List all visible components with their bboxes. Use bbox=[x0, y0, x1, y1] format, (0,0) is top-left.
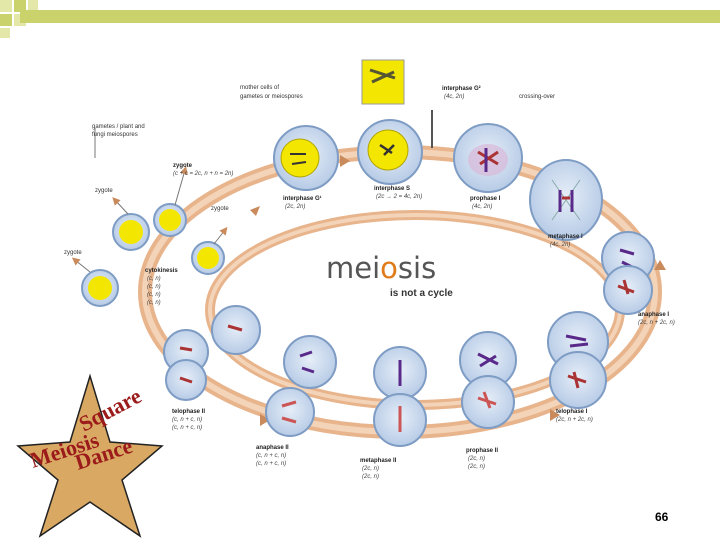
label-anaphase-1-formula: (2c, n + 2c, n) bbox=[638, 320, 675, 326]
label-telophase-2-f2: (c, n + c, n) bbox=[172, 425, 202, 431]
label-telophase-2: telophase II bbox=[172, 409, 205, 415]
page-number: 66 bbox=[655, 510, 669, 524]
label-anaphase-1: anaphase I bbox=[638, 312, 669, 318]
label-crossing-over: crossing-over bbox=[519, 94, 555, 100]
label-cytokinesis: cytokinesis bbox=[145, 268, 178, 274]
title-subtitle: is not a cycle bbox=[390, 288, 453, 299]
label-metaphase-2: metaphase II bbox=[360, 458, 397, 464]
label-zygote-left: zygote bbox=[95, 188, 113, 194]
label-anaphase-2-f2: (c, n + c, n) bbox=[256, 461, 286, 467]
cell-prophase-2 bbox=[459, 331, 517, 429]
label-zygote-right: zygote bbox=[211, 206, 229, 212]
label-anaphase-2: anaphase II bbox=[256, 445, 289, 451]
label-zygote-far: zygote bbox=[64, 250, 82, 256]
label-prophase-2: prophase II bbox=[466, 448, 498, 454]
label-telophase-1: telophase I bbox=[556, 409, 588, 415]
label-metaphase-2-f2: (2c, n) bbox=[362, 474, 379, 480]
label-prophase-1: prophase I bbox=[470, 196, 501, 202]
label-prophase-2-f2: (2c, n) bbox=[468, 464, 485, 470]
cell-telophase-1 bbox=[547, 311, 609, 409]
diagram-labels: mother cells of gametes or meiospores ga… bbox=[64, 85, 675, 480]
label-interphase-s: interphase S bbox=[374, 186, 410, 192]
label-metaphase-2-f1: (2c, n) bbox=[362, 466, 379, 472]
cell-metaphase-1 bbox=[529, 159, 603, 241]
label-prophase-1-formula: (4c, 2n) bbox=[472, 204, 492, 210]
cell-anaphase-2 bbox=[265, 335, 337, 437]
label-mother-cells-2: gametes or meiospores bbox=[240, 94, 303, 100]
cell-interphase-g1 bbox=[273, 125, 339, 191]
label-cyto-f1: (c, n) bbox=[147, 276, 161, 282]
star-badge: Square Meiosis Dance bbox=[16, 373, 164, 538]
label-prophase-2-f1: (2c, n) bbox=[468, 456, 485, 462]
label-telophase-1-formula: (2c, n + 2c, n) bbox=[556, 417, 593, 423]
label-interphase-g2-formula: (4c, 2n) bbox=[444, 94, 464, 100]
cell-zygote bbox=[81, 203, 225, 307]
label-metaphase-1-formula: (4c, 2n) bbox=[550, 242, 570, 248]
label-zygote-top-formula: (c + c = 2c, n + n = 2n) bbox=[173, 171, 233, 177]
cell-metaphase-2 bbox=[373, 346, 427, 447]
label-telophase-2-f1: (c, n + c, n) bbox=[172, 417, 202, 423]
label-zygote-top: zygote bbox=[173, 163, 193, 169]
label-cyto-f4: (c, n) bbox=[147, 300, 161, 306]
meiosis-title: meiosis is not a cycle bbox=[326, 251, 453, 299]
label-gametes-plant-2: fungi meiospores bbox=[92, 132, 138, 138]
gamete-arrows bbox=[71, 166, 228, 273]
meiosis-diagram: meiosis is not a cycle mother cells of g… bbox=[16, 59, 675, 538]
label-cyto-f2: (c, n) bbox=[147, 284, 161, 290]
cell-telophase-2 bbox=[163, 305, 261, 401]
label-metaphase-1: metaphase I bbox=[548, 234, 583, 240]
label-anaphase-2-f1: (c, n + c, n) bbox=[256, 453, 286, 459]
cell-prophase-1 bbox=[453, 123, 523, 193]
label-interphase-g1: interphase G¹ bbox=[283, 195, 322, 202]
label-mother-cells: mother cells of bbox=[240, 85, 279, 91]
label-gametes-plant: gametes / plant and bbox=[92, 124, 145, 130]
label-interphase-g1-formula: (2c, 2n) bbox=[285, 204, 305, 210]
label-interphase-g2: interphase G² bbox=[442, 85, 481, 92]
svg-text:meiosis: meiosis bbox=[326, 251, 436, 285]
label-cyto-f3: (c, n) bbox=[147, 292, 161, 298]
header-accent-bar bbox=[20, 10, 720, 23]
cell-anaphase-1-bottom bbox=[603, 265, 653, 315]
label-interphase-s-formula: (2c → 2 = 4c, 2n) bbox=[376, 194, 422, 200]
cell-interphase-g2 bbox=[357, 59, 423, 185]
